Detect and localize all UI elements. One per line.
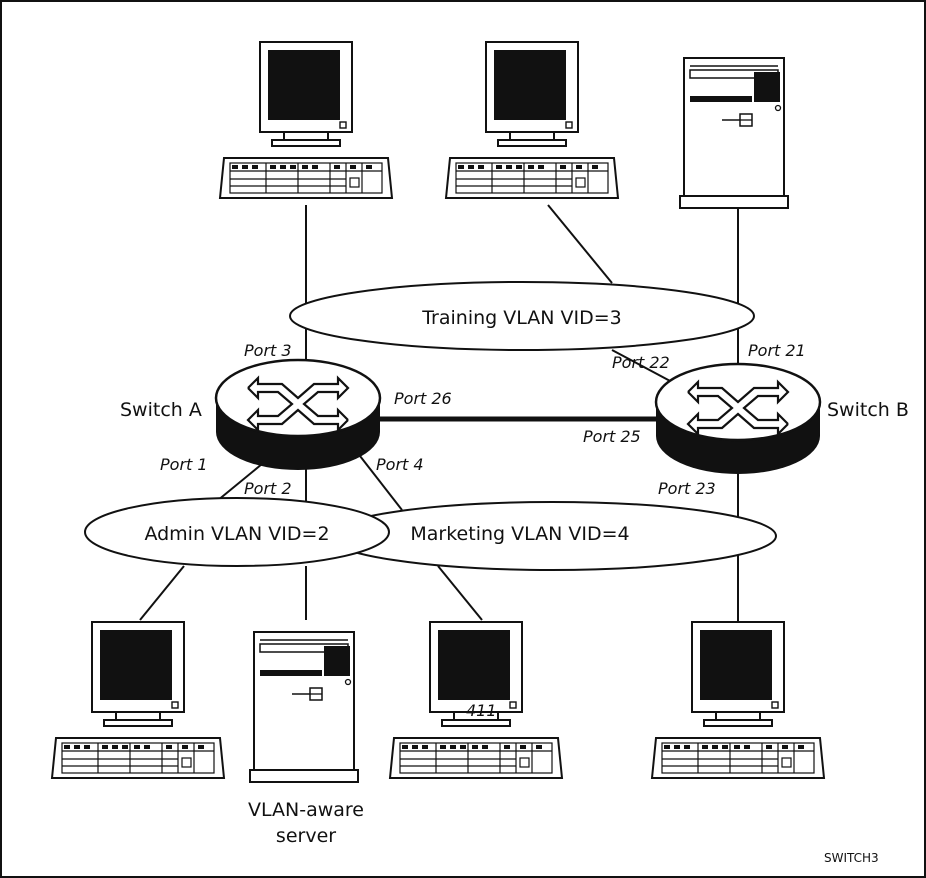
switch-a-label: Switch A: [120, 399, 202, 421]
training-vlan-ellipse: [289, 281, 755, 351]
port-22-label: Port 22: [612, 353, 670, 372]
switch-b-label: Switch B: [827, 399, 909, 421]
server-label-line1: VLAN-aware: [248, 799, 364, 821]
server-label-line2: server: [276, 825, 336, 847]
port-1-label: Port 1: [160, 455, 208, 474]
switch-b-icon: [654, 362, 822, 476]
switch-a-icon: [214, 358, 382, 472]
port-25-label: Port 25: [583, 427, 641, 446]
port-2-label: Port 2: [244, 479, 292, 498]
port-21-label: Port 21: [748, 341, 806, 360]
admin-vlan-ellipse: [84, 497, 390, 567]
port-3-label: Port 3: [244, 341, 292, 360]
port-4-label: Port 4: [376, 455, 424, 474]
monitor-number-label: 411: [466, 701, 497, 720]
training-vlan-label: Training VLAN VID=3: [421, 307, 622, 329]
figure-id: SWITCH3: [824, 851, 879, 865]
server-tower-icon: [249, 631, 359, 783]
marketing-vlan-label: Marketing VLAN VID=4: [410, 523, 629, 545]
admin-vlan-label: Admin VLAN VID=2: [144, 523, 329, 545]
port-23-label: Port 23: [658, 479, 716, 498]
server-tower-icon: [679, 57, 789, 209]
port-26-label: Port 26: [394, 389, 452, 408]
